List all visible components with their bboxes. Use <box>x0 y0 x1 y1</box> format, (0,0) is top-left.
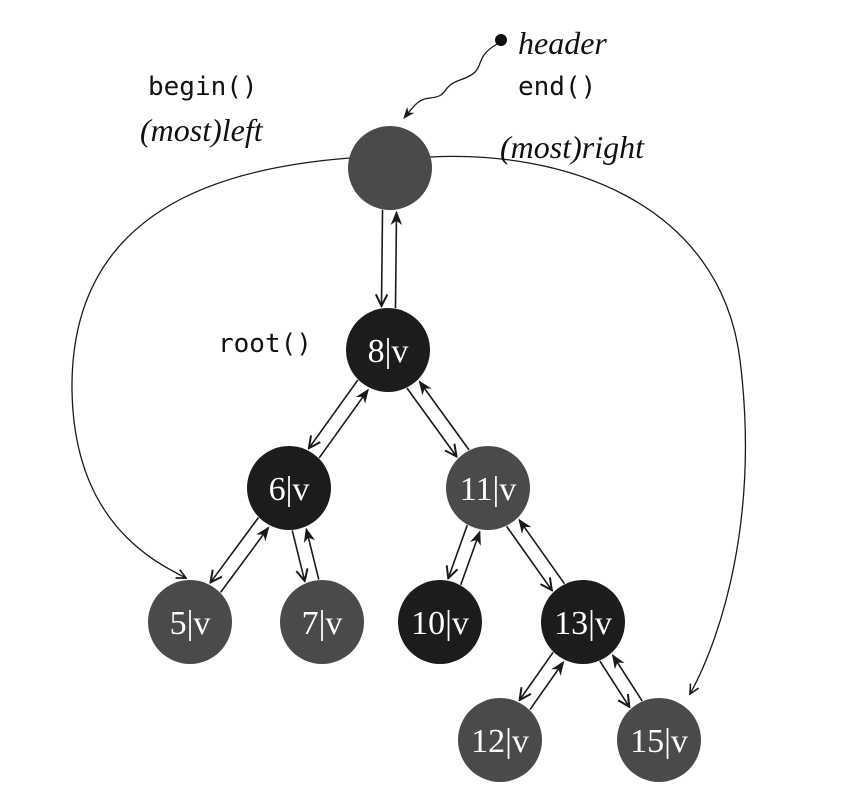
edge-n15-to-n13 <box>611 653 643 702</box>
edge-header-to-n8 <box>381 209 382 306</box>
edge-n13-to-n15 <box>599 660 629 707</box>
edge-n12-to-n13 <box>529 660 565 711</box>
edge-n8-to-header <box>390 210 403 309</box>
node-circle-n5 <box>148 580 232 664</box>
edge-n5-to-n6 <box>219 526 270 593</box>
node-n8: 8|v <box>346 308 430 392</box>
header-pointer-line <box>403 43 498 119</box>
node-n10: 10|v <box>398 580 482 664</box>
edge-n6-to-n7 <box>291 530 304 580</box>
node-circle-header <box>348 126 432 210</box>
edge-n13-to-n12 <box>520 651 554 700</box>
node-n13: 13|v <box>541 580 625 664</box>
node-label-n5: 5|v <box>170 605 211 642</box>
header-pointer-dot <box>495 34 507 46</box>
root-label: root() <box>218 329 312 359</box>
node-circle-n6 <box>247 446 331 530</box>
edge-n10-to-n11 <box>460 530 481 586</box>
node-label-n10: 10|v <box>411 605 469 642</box>
edge-n11-to-n13 <box>505 525 552 590</box>
node-n11: 11|v <box>446 446 530 530</box>
node-label-n8: 8|v <box>368 333 409 370</box>
rightmost-label: (most)right <box>500 129 645 165</box>
leftmost-label: (most)left <box>140 112 264 148</box>
edge-n8-to-n6 <box>309 379 359 448</box>
edge-layer <box>211 209 643 711</box>
node-circle-n8 <box>346 308 430 392</box>
edge-n13-to-n11 <box>518 518 566 585</box>
node-header <box>348 126 432 210</box>
rightmost-thread <box>429 155 746 694</box>
edge-n11-to-n10 <box>448 524 468 578</box>
edge-n6-to-n5 <box>211 517 260 583</box>
begin-label: begin() <box>148 72 258 102</box>
node-label-n7: 7|v <box>302 605 343 642</box>
node-n15: 15|v <box>617 698 701 782</box>
node-label-n13: 13|v <box>554 605 612 642</box>
node-circle-n13 <box>541 580 625 664</box>
leftmost-thread <box>71 157 351 578</box>
edge-n6-to-n8 <box>318 388 369 459</box>
edge-n8-to-n11 <box>406 387 457 456</box>
end-label: end() <box>518 72 596 102</box>
header-label: header <box>518 25 607 61</box>
edge-n7-to-n6 <box>303 527 320 580</box>
node-layer: 8|v 6|v 11|v 5|v 7|v 10|v 13|v 12|v 15|v <box>148 126 701 782</box>
node-n5: 5|v <box>148 580 232 664</box>
node-circle-n10 <box>398 580 482 664</box>
node-circle-n7 <box>280 580 364 664</box>
node-n12: 12|v <box>458 698 542 782</box>
node-n7: 7|v <box>280 580 364 664</box>
edge-n11-to-n8 <box>418 380 470 451</box>
node-circle-n15 <box>617 698 701 782</box>
node-label-n12: 12|v <box>471 723 529 760</box>
node-n6: 6|v <box>247 446 331 530</box>
node-circle-n12 <box>458 698 542 782</box>
node-label-n15: 15|v <box>630 723 688 760</box>
node-label-n6: 6|v <box>269 471 310 508</box>
node-circle-n11 <box>446 446 530 530</box>
node-label-n11: 11|v <box>460 471 517 508</box>
